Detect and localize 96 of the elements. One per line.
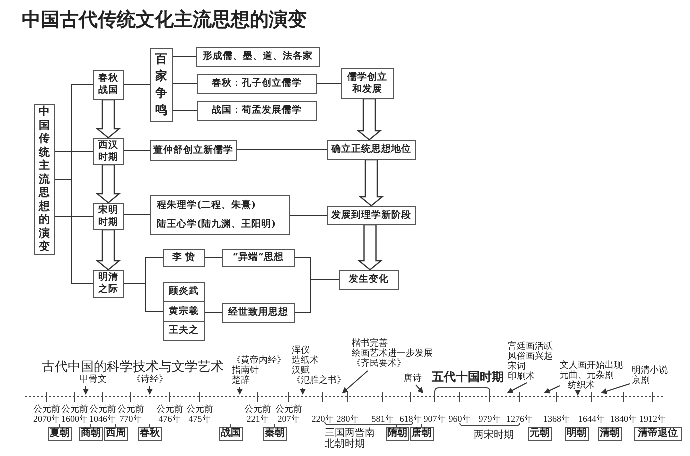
event-label: 《氾胜之书》 [292, 376, 346, 386]
date-label: 907年 [422, 414, 448, 424]
dynasty-box: 唐朝 [410, 427, 434, 441]
date-label: 公元前1600年 [61, 404, 89, 424]
event-label: 纺织术 [568, 381, 595, 391]
event-label: 文人画开始出现 [560, 361, 623, 371]
connector-line [124, 284, 164, 312]
dynasty-box: 隋朝 [386, 427, 409, 441]
idea-box [150, 195, 290, 235]
event-label: 指南针 [232, 366, 259, 376]
period-label: 五代十国时期 [432, 370, 504, 384]
connector-line [54, 179, 94, 284]
date-label: 1840年 [610, 414, 638, 424]
dynasty-box: 清帝退位 [634, 427, 682, 441]
idea-box: 春秋：孔子创立儒学 [197, 74, 317, 94]
event-label: 京剧 [632, 376, 650, 386]
date-label: 公元前221年 [244, 404, 272, 424]
date-label: 1644年 [578, 414, 606, 424]
person-box: 李 贽 [163, 249, 205, 267]
event-label: 造纸术 [292, 356, 319, 366]
event-label: 明清小说 [632, 366, 668, 376]
block-arrow [96, 229, 122, 271]
event-label: 汉赋 [292, 366, 310, 376]
idea-box: 经世致用思想 [222, 303, 295, 323]
connector-line [54, 216, 94, 217]
result-box: 儒学创立和发展 [341, 68, 394, 99]
block-arrow [96, 99, 122, 139]
idea-box: 董仲舒创立新儒学 [150, 140, 237, 161]
date-label: 220年 [310, 414, 336, 424]
date-label: 979年 [478, 414, 502, 424]
dynasty-box: 元朝 [528, 427, 552, 441]
box-text: 陆王心学(陆九渊、王阳明) [157, 218, 276, 230]
idea-box: 战国：荀孟发展儒学 [197, 101, 317, 121]
dynasty-box: 商朝 [79, 427, 103, 441]
period-box: 西汉时期 [93, 138, 124, 165]
connector-line [294, 280, 340, 314]
event-label: 《齐民要术》 [352, 359, 406, 369]
result-box: 发展到理学新阶段 [327, 206, 416, 225]
date-label: 1368年 [543, 414, 571, 424]
dynasty-box: 秦朝 [263, 427, 287, 441]
event-label: 楷书完善 [352, 339, 388, 349]
event-label: 甲骨文 [80, 375, 107, 385]
connector-line [172, 110, 198, 112]
period-label: 两宋时期 [474, 430, 514, 441]
dynasty-box: 明朝 [565, 427, 589, 441]
block-arrow [358, 159, 384, 207]
person-box: 黄宗羲 [163, 301, 205, 322]
event-label: 楚辞 [232, 376, 250, 386]
dynasty-box: 战国 [219, 427, 243, 441]
connector-line [204, 312, 222, 314]
box-text: 程朱理学(二程、朱熹) [157, 200, 256, 212]
title: 中国古代传统文化主流思想的演变 [22, 8, 307, 32]
dynasty-box: 春秋 [138, 427, 162, 441]
person-box: 王夫之 [163, 321, 205, 341]
dynasty-box: 清朝 [598, 427, 622, 441]
connector-line [172, 56, 196, 58]
dynasty-box: 西周 [104, 427, 128, 441]
event-label: 《诗经》 [132, 375, 168, 385]
block-arrow [358, 224, 383, 271]
connector-line [124, 150, 150, 151]
result-box: 确立正统思想地位 [327, 140, 416, 160]
connector-line [124, 84, 150, 86]
date-label: 618年 [398, 414, 424, 424]
block-arrow [356, 98, 382, 141]
event-label: 宋词 [508, 362, 526, 372]
date-label: 公元前770年 [117, 404, 145, 424]
period-box: 明清之际 [93, 270, 124, 298]
result-box: 发生变化 [339, 270, 399, 290]
connector-line [124, 214, 150, 216]
date-label: 280年 [336, 414, 360, 424]
idea-box: 形成儒、墨、道、法各家 [196, 47, 320, 67]
group-box: 百家争鸣 [150, 48, 173, 122]
connector-line [316, 83, 342, 84]
date-label: 1912年 [639, 414, 667, 424]
connector-line [290, 215, 328, 216]
event-label: 浑仪 [292, 346, 310, 356]
event-label: 风俗画兴起 [508, 352, 553, 362]
event-label: 宫廷画活跃 [508, 342, 553, 352]
date-label: 公元前1046年 [89, 404, 117, 424]
dynasty-box: 夏朝 [48, 427, 72, 441]
event-label: 唐诗 [404, 374, 422, 384]
period-label: 三国两晋南北朝时期 [325, 428, 375, 450]
connector-line [54, 151, 94, 152]
subtitle: 古代中国的科学技术与文学艺术 [42, 360, 224, 375]
period-box: 春秋战国 [93, 70, 124, 100]
date-label: 581年 [370, 414, 396, 424]
event-label: 绘画艺术进一步发展 [352, 349, 433, 359]
block-arrow [96, 164, 122, 204]
period-box: 宋明时期 [93, 203, 124, 230]
event-label: 《黄帝内经》 [232, 356, 286, 366]
topic-box: 中国传统主流思想的演变 [34, 104, 55, 255]
event-label: 元曲、元杂剧 [560, 371, 614, 381]
date-label: 960年 [448, 414, 472, 424]
event-label: 印刷术 [508, 372, 535, 382]
person-box: 顾炎武 [163, 282, 205, 302]
idea-box: “异端”思想 [222, 249, 295, 267]
